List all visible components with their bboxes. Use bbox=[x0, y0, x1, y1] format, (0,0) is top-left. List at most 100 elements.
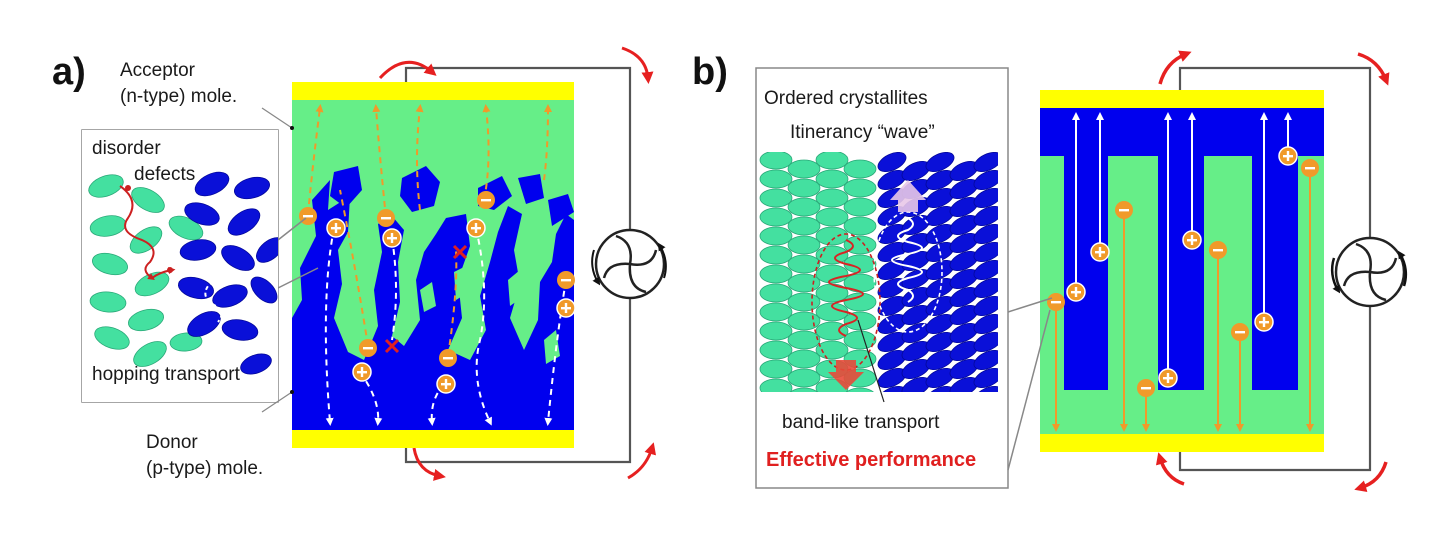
donor-molecule bbox=[973, 313, 998, 335]
acceptor-molecule bbox=[843, 330, 877, 350]
hole-marker bbox=[1278, 146, 1298, 166]
acceptor-molecule bbox=[787, 159, 821, 179]
circuit-current-arrow-icon bbox=[627, 442, 657, 480]
acceptor-molecule bbox=[759, 188, 793, 208]
acceptor-molecule bbox=[787, 178, 821, 198]
top-electrode-a bbox=[292, 82, 574, 100]
recombination-marks-a bbox=[384, 244, 468, 354]
donor-molecule bbox=[973, 259, 998, 281]
acceptor-molecule bbox=[846, 387, 874, 392]
defects-label: defects bbox=[134, 164, 195, 185]
carriers-b bbox=[1047, 146, 1319, 397]
hole-marker bbox=[1182, 230, 1202, 250]
hole-marker bbox=[1090, 242, 1110, 262]
acceptor-molecule bbox=[787, 235, 821, 255]
panel-a: a) bbox=[52, 46, 667, 481]
acceptor-molecule bbox=[759, 283, 793, 303]
panel-b: b) bbox=[692, 50, 1408, 493]
acceptor-molecule bbox=[815, 207, 849, 227]
hopping-transport-label: hopping transport bbox=[92, 364, 241, 385]
electron-paths-b bbox=[1052, 168, 1314, 432]
acceptor-molecule bbox=[815, 226, 849, 246]
panel-a-letter: a) bbox=[52, 51, 86, 93]
donor-molecule bbox=[973, 187, 998, 209]
hole-marker bbox=[1254, 312, 1274, 332]
top-electrode-b bbox=[1040, 90, 1324, 108]
ordered-crystallites-magnified bbox=[759, 152, 998, 392]
effective-performance-label: Effective performance bbox=[766, 449, 976, 471]
acceptor-molecule bbox=[787, 349, 821, 369]
circuit-current-arrow-icon bbox=[1357, 52, 1390, 86]
electron-marker bbox=[439, 349, 457, 367]
circuit-current-arrow-icon bbox=[378, 60, 437, 80]
panel-b-letter: b) bbox=[692, 51, 728, 93]
acceptor-molecule bbox=[759, 378, 793, 392]
acceptor-molecule bbox=[815, 340, 849, 360]
hole-marker bbox=[1158, 368, 1178, 388]
electron-marker bbox=[1301, 159, 1319, 177]
donor-molecule bbox=[973, 331, 998, 353]
acceptor-molecule bbox=[759, 359, 793, 379]
hole-paths-b bbox=[1072, 112, 1292, 376]
donor-molecule bbox=[973, 152, 998, 173]
acceptor-molecule bbox=[759, 245, 793, 265]
electron-marker bbox=[1231, 323, 1249, 341]
acceptor-label: Acceptor bbox=[120, 60, 196, 81]
bottom-electrode-b bbox=[1040, 434, 1324, 452]
acceptor-molecule bbox=[787, 330, 821, 350]
itinerancy-wave-label: Itinerancy “wave” bbox=[790, 122, 935, 143]
acceptor-molecule bbox=[843, 292, 877, 312]
acceptor-molecule bbox=[787, 311, 821, 331]
donor-molecule bbox=[877, 152, 907, 173]
hole-marker bbox=[326, 218, 346, 238]
donor-molecule bbox=[973, 295, 998, 317]
donor-comb-b bbox=[1040, 106, 1324, 390]
donor-molecule bbox=[973, 223, 998, 245]
disorder-label: disorder bbox=[92, 138, 161, 159]
acceptor-molecule bbox=[787, 197, 821, 217]
acceptor-molecule bbox=[759, 302, 793, 322]
disordered-region-magnified bbox=[82, 130, 278, 402]
electron-marker bbox=[557, 271, 575, 289]
acceptor-molecule bbox=[787, 368, 821, 388]
donor-molecule bbox=[973, 385, 998, 392]
acceptor-molecule bbox=[759, 226, 793, 246]
acceptor-molecule bbox=[787, 292, 821, 312]
ordered-crystallites-label: Ordered crystallites bbox=[764, 88, 928, 109]
acceptor-molecule bbox=[815, 152, 849, 170]
electron-marker bbox=[477, 191, 495, 209]
load-fan-icon bbox=[1330, 236, 1408, 308]
donor-label: Donor bbox=[146, 432, 198, 453]
electron-marker bbox=[1115, 201, 1133, 219]
electron-marker bbox=[1209, 241, 1227, 259]
hole-marker bbox=[466, 218, 486, 238]
load-fan-icon bbox=[591, 228, 667, 300]
electron-marker bbox=[1047, 293, 1065, 311]
circuit-current-arrow-icon bbox=[1155, 452, 1185, 486]
hole-marker bbox=[1066, 282, 1086, 302]
acceptor-molecule bbox=[843, 178, 877, 198]
donor-molecule bbox=[973, 169, 998, 191]
circuit-current-arrow-icon bbox=[1158, 50, 1192, 85]
acceptor-molecule bbox=[759, 152, 793, 170]
electron-marker bbox=[359, 339, 377, 357]
circuit-current-arrow-icon bbox=[412, 447, 446, 481]
bottom-electrode-a bbox=[292, 430, 574, 448]
acceptor-molecule bbox=[815, 188, 849, 208]
acceptor-molecule bbox=[759, 321, 793, 341]
acceptor-molecule bbox=[843, 311, 877, 331]
hole-marker bbox=[352, 362, 372, 382]
acceptor-molecule bbox=[759, 264, 793, 284]
acceptor-molecule bbox=[759, 340, 793, 360]
acceptor-molecule bbox=[787, 216, 821, 236]
electron-marker bbox=[377, 209, 395, 227]
acceptor-molecule bbox=[843, 216, 877, 236]
hole-marker bbox=[382, 228, 402, 248]
donor-molecule bbox=[973, 277, 998, 299]
acceptor-molecule bbox=[815, 169, 849, 189]
donor-molecule bbox=[973, 241, 998, 263]
donor-molecule bbox=[973, 367, 998, 389]
circuit-current-arrow-icon bbox=[1354, 461, 1388, 493]
acceptor-molecule bbox=[759, 169, 793, 189]
